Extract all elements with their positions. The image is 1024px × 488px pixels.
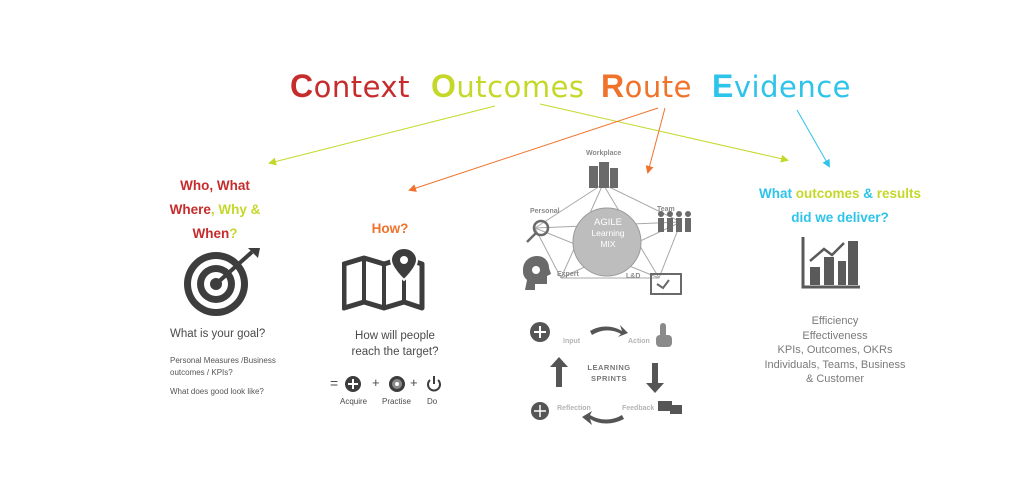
learning-sprints-label: LEARNING SPRINTS bbox=[587, 363, 631, 383]
label-reflection: Reflection bbox=[557, 405, 591, 412]
target-icon bbox=[184, 248, 260, 316]
brain-icon bbox=[531, 402, 549, 420]
equation: = + + Acquire Practise Do bbox=[330, 373, 450, 413]
search-icon bbox=[526, 219, 550, 243]
arrow-evidence-to-results bbox=[796, 109, 830, 168]
label-workplace: Workplace bbox=[586, 150, 622, 157]
title-context: Context bbox=[290, 68, 410, 104]
building-icon bbox=[589, 162, 618, 188]
map-pin-icon bbox=[342, 246, 425, 311]
chat-icon bbox=[658, 401, 682, 414]
evidence-question: What outcomes & results did we deliver? bbox=[758, 186, 922, 225]
goal-question: What is your goal? bbox=[170, 328, 266, 340]
bar-chart-icon bbox=[801, 237, 860, 289]
label-lnd: L&D bbox=[626, 273, 641, 280]
context-question: Who, What Where, Why & When? bbox=[169, 178, 261, 241]
good-question: What does good look like? bbox=[170, 387, 264, 396]
title-route: Route bbox=[601, 68, 692, 104]
label-input: Input bbox=[563, 338, 581, 345]
title-evidence: Evidence bbox=[712, 68, 851, 104]
agile-mix-diagram bbox=[523, 162, 691, 295]
arrow-outcomes-to-context bbox=[268, 105, 496, 166]
reach-question: How will people reach the target? bbox=[351, 330, 439, 358]
context-detail: Personal Measures /Business outcomes / K… bbox=[170, 356, 276, 377]
agile-center-label: AGILE Learning MIX bbox=[591, 217, 625, 249]
label-personal: Personal bbox=[530, 208, 560, 215]
learning-sprints-cycle bbox=[530, 322, 682, 425]
power-icon bbox=[427, 376, 441, 392]
evidence-list: Efficiency Effectiveness KPIs, Outcomes,… bbox=[764, 315, 906, 385]
arrow-route-to-how bbox=[408, 107, 659, 192]
expert-head-icon bbox=[523, 256, 551, 290]
label-feedback: Feedback bbox=[622, 405, 655, 412]
screen-icon bbox=[650, 273, 682, 295]
arrow-outcomes-to-evidence bbox=[539, 103, 789, 163]
practise-icon bbox=[389, 376, 405, 392]
team-icon bbox=[658, 211, 691, 232]
acquire-icon bbox=[345, 376, 361, 392]
label-expert: Expert bbox=[557, 271, 579, 278]
how-question: How? bbox=[371, 221, 409, 236]
hand-tap-icon bbox=[656, 323, 672, 347]
label-action: Action bbox=[628, 338, 650, 345]
arrow-route-to-agile bbox=[645, 107, 666, 174]
label-team: Team bbox=[657, 206, 675, 213]
title-outcomes: Outcomes bbox=[431, 68, 585, 104]
